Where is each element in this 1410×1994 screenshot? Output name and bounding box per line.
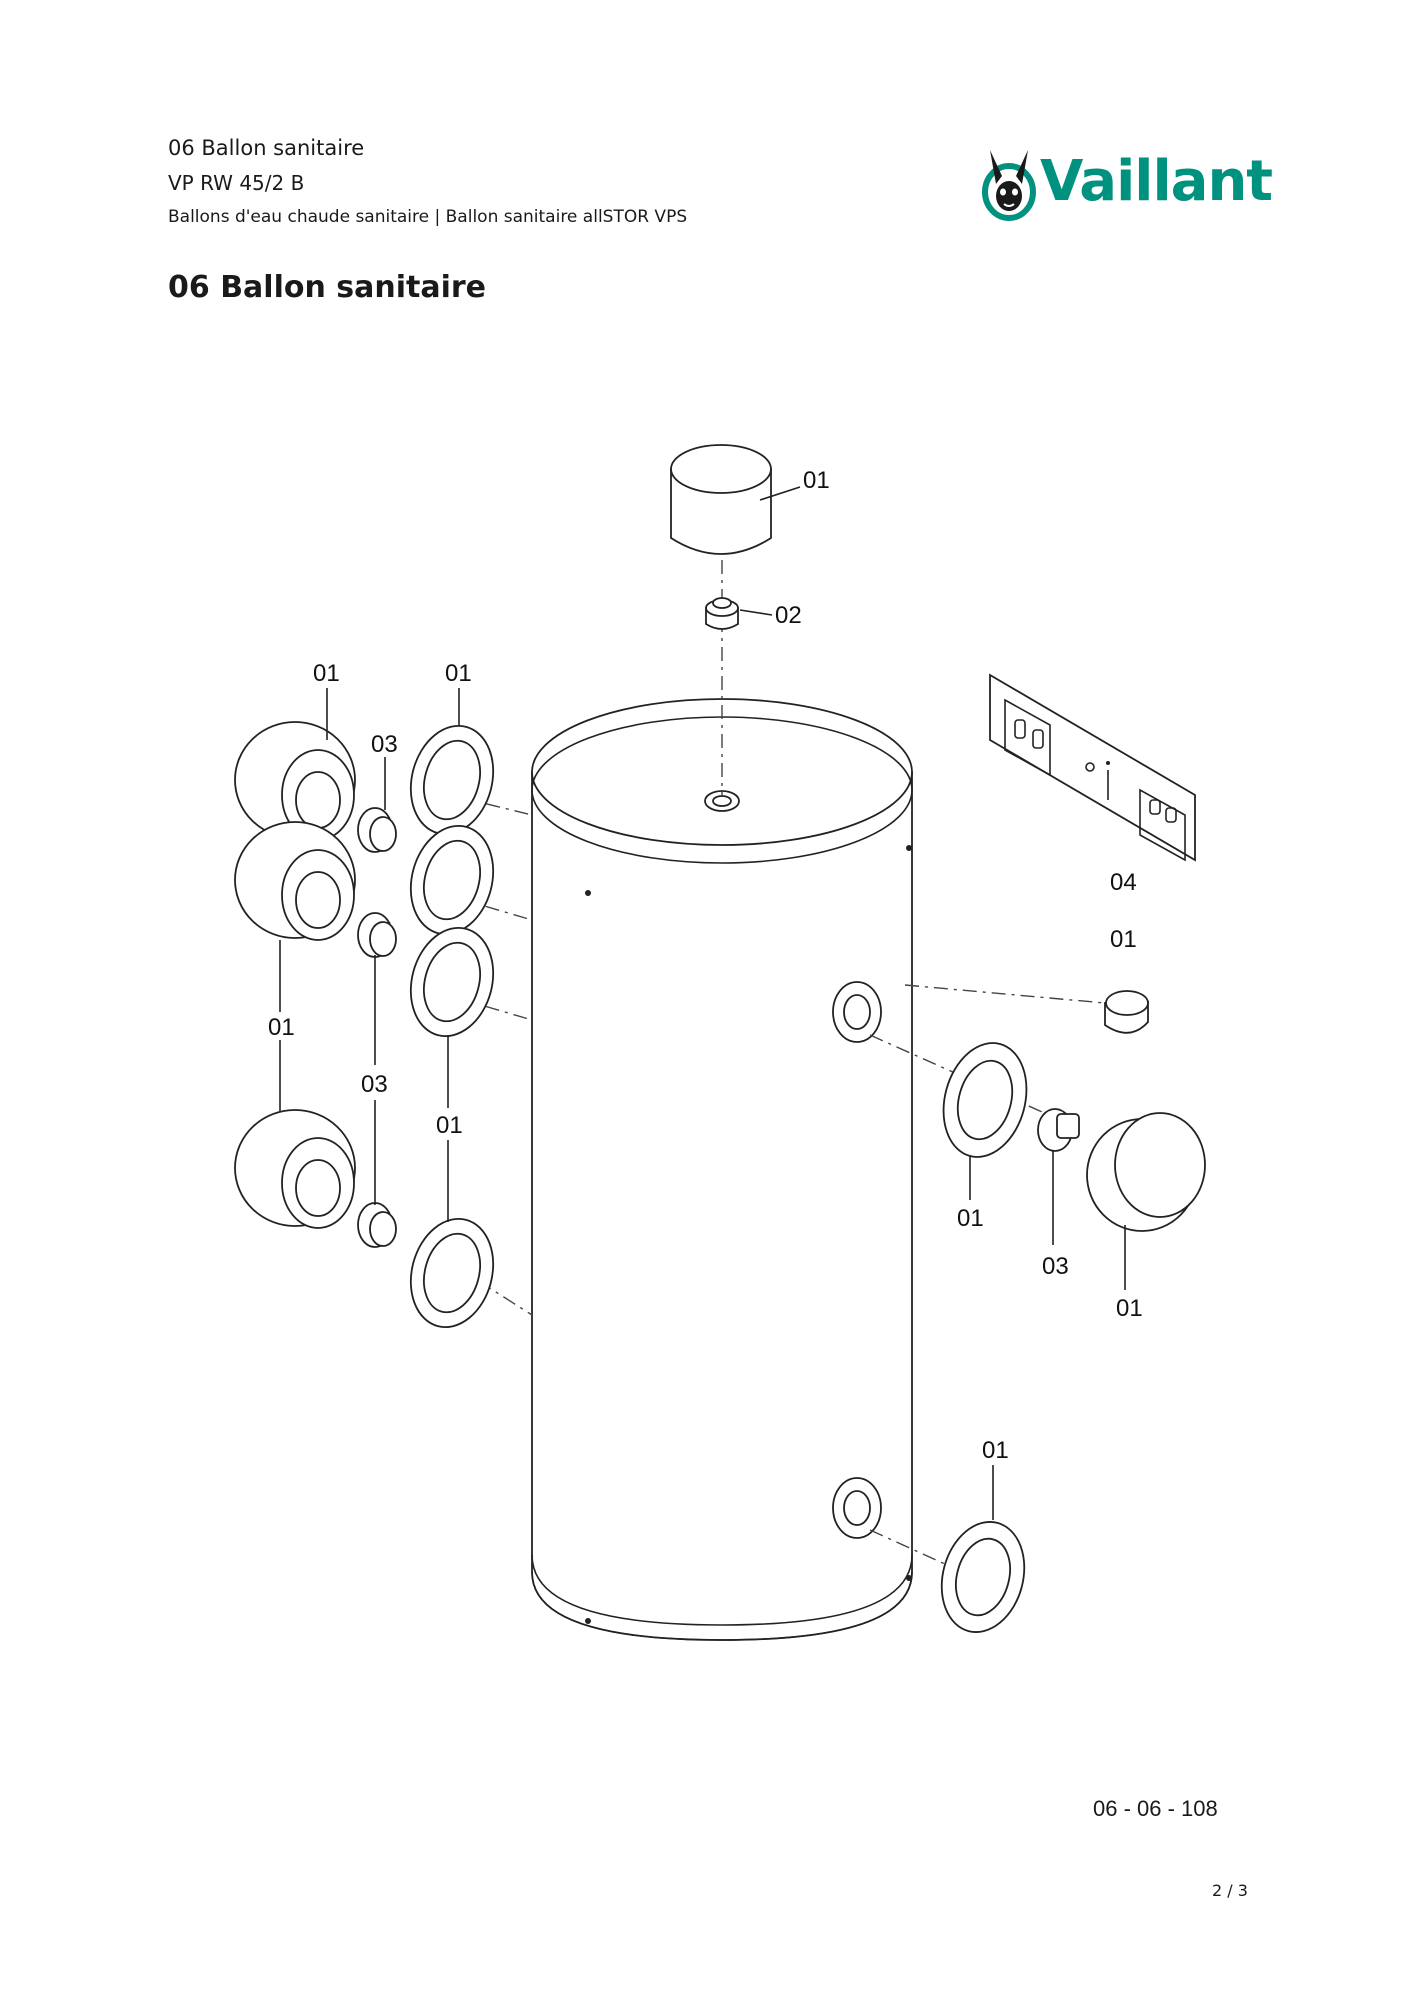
page-number: 2 / 3 xyxy=(1212,1881,1248,1900)
callout-left-plug-upper: 03 xyxy=(371,731,398,758)
header-category-label: Ballons d'eau chaude sanitaire | Ballon … xyxy=(168,207,688,227)
left-ring-third xyxy=(409,926,495,1038)
right-ring xyxy=(942,1042,1028,1158)
page-title: 06 Ballon sanitaire xyxy=(168,270,487,305)
hare-logo-icon xyxy=(982,150,1036,221)
drawing-reference: 06 - 06 - 108 xyxy=(1093,1796,1218,1821)
callout-left-ring-upper: 01 xyxy=(445,660,472,687)
right-cap xyxy=(1086,1112,1206,1232)
callout-bottom-ring: 01 xyxy=(982,1437,1009,1464)
header-model-label: VP RW 45/2 B xyxy=(168,171,305,195)
callout-left-plug-mid: 03 xyxy=(361,1071,388,1098)
left-cap-lower xyxy=(234,1109,356,1229)
left-ring-upper xyxy=(409,724,495,836)
right-small-cap xyxy=(1104,990,1149,1034)
callout-right-cap: 01 xyxy=(1116,1295,1143,1322)
left-plug-middle xyxy=(357,912,397,958)
callout-right-ring: 01 xyxy=(957,1205,984,1232)
callout-right-plug: 03 xyxy=(1042,1253,1069,1280)
callout-bracket: 04 xyxy=(1110,869,1137,896)
top-cap xyxy=(670,444,772,555)
logo-wordmark: Vaillant xyxy=(1040,149,1273,214)
top-valve xyxy=(705,597,739,630)
callout-left-cap-upper: 01 xyxy=(313,660,340,687)
callout-leaders xyxy=(279,486,1126,1520)
header-section-label: 06 Ballon sanitaire xyxy=(168,136,365,160)
bottom-ring xyxy=(940,1521,1026,1633)
vaillant-logo: Vaillant xyxy=(980,142,1273,222)
callout-right-small-cap: 01 xyxy=(1110,926,1137,953)
callout-top-valve: 02 xyxy=(775,602,802,629)
left-plug-lower xyxy=(357,1202,397,1248)
left-cap-upper xyxy=(234,721,356,841)
left-ring-lower xyxy=(409,1217,495,1329)
right-plug xyxy=(1037,1108,1080,1152)
mounting-bracket xyxy=(989,673,1196,862)
left-plug-upper xyxy=(357,807,397,853)
left-cap-middle xyxy=(234,821,356,941)
callout-top-cap: 01 xyxy=(803,467,830,494)
callout-left-cap-mid: 01 xyxy=(268,1014,295,1041)
storage-tank xyxy=(531,698,913,1641)
callout-left-ring-mid: 01 xyxy=(436,1112,463,1139)
left-ring-middle xyxy=(409,824,495,936)
